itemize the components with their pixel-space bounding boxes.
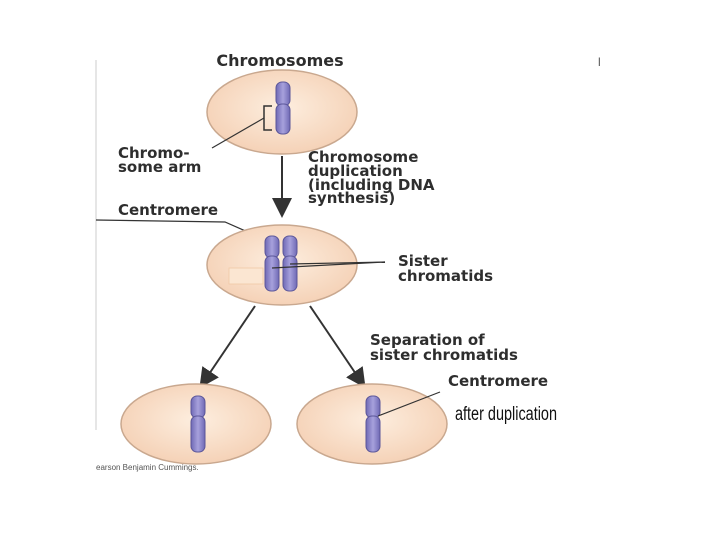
centromere-label-2: Centromere bbox=[448, 372, 548, 390]
duplication-line3: (including DNA bbox=[308, 176, 435, 194]
highlight-patch bbox=[228, 267, 264, 285]
handwritten-note: after duplication bbox=[455, 404, 557, 425]
title-label: Chromosomes bbox=[216, 51, 343, 70]
duplication-line1: Chromosome bbox=[308, 148, 418, 166]
chromosome-4 bbox=[365, 395, 381, 453]
cell-2 bbox=[206, 224, 358, 306]
separation-arrow-left bbox=[199, 305, 256, 389]
sister-label-line1: Sister bbox=[398, 252, 448, 270]
chromosome-3 bbox=[190, 395, 206, 453]
sister-pointer-line-1 bbox=[271, 261, 386, 269]
chromosome-1 bbox=[275, 81, 291, 135]
separation-arrow-right bbox=[309, 305, 366, 389]
centromere-pointer-line-2 bbox=[377, 391, 441, 417]
separation-line1: Separation of bbox=[370, 331, 485, 349]
duplication-line2: duplication bbox=[308, 162, 403, 180]
duplication-line4: synthesis) bbox=[308, 189, 395, 207]
credit-text: earson Benjamin Cummings. bbox=[96, 463, 199, 472]
corner-mark: l bbox=[598, 55, 601, 69]
sister-label-line2: chromatids bbox=[398, 267, 493, 285]
sister-pointer-line-2 bbox=[289, 261, 386, 265]
centromere-label: Centromere bbox=[118, 201, 218, 219]
arm-label-line2: some arm bbox=[118, 158, 201, 176]
sister-chromatids bbox=[264, 235, 298, 292]
arm-label-line1: Chromo- bbox=[118, 144, 190, 162]
separation-line2: sister chromatids bbox=[370, 346, 518, 364]
arm-pointer-line bbox=[211, 117, 265, 149]
